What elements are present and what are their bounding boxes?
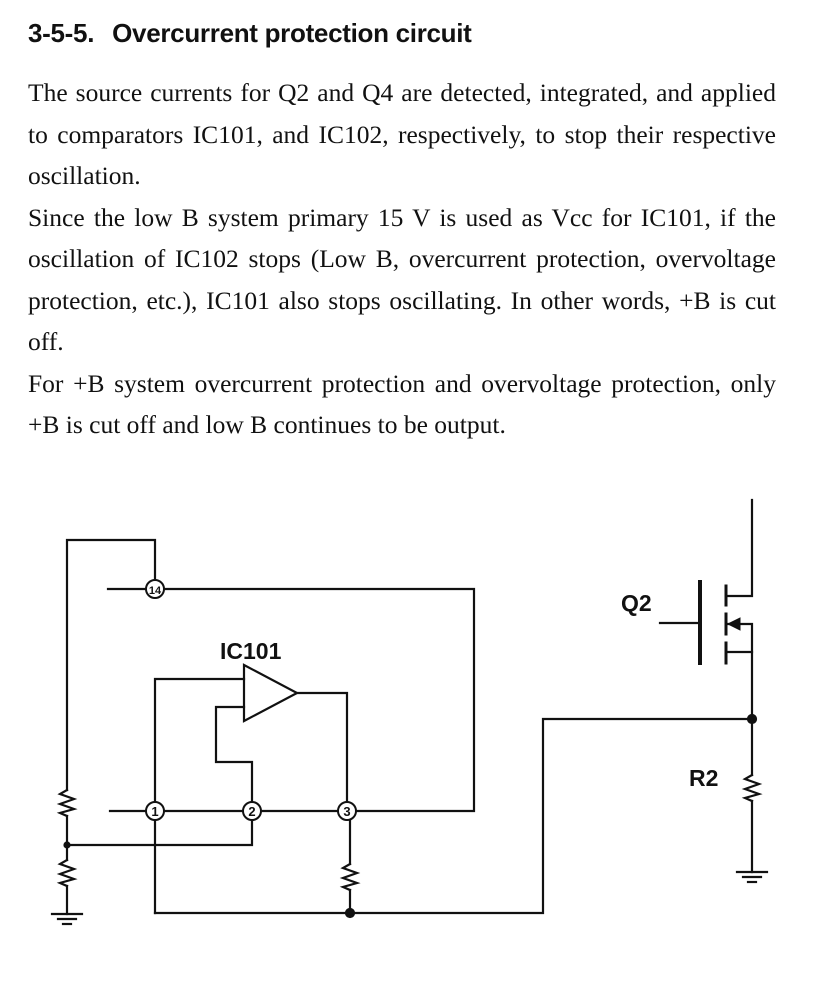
pin-14-circle — [145, 579, 165, 599]
section-heading: 3-5-5. Overcurrent protection circuit — [28, 18, 472, 49]
left-divider-network — [50, 538, 157, 926]
r2-label: R2 — [689, 765, 718, 791]
ground-icon-r2 — [735, 870, 769, 884]
wire-opamp-minus-input — [214, 705, 254, 804]
q2-source — [724, 622, 754, 721]
paragraph-3: For +B system overcurrent protection and… — [28, 368, 776, 440]
section-number: 3-5-5. — [28, 18, 95, 48]
pin-2-label: 2 — [248, 804, 255, 819]
wire-pin2-to-divider — [65, 818, 254, 847]
wire-pin14-to-pin3 — [162, 587, 476, 813]
paragraph-1: The source currents for Q2 and Q4 are de… — [28, 78, 776, 190]
pin-3-circle — [337, 801, 357, 821]
ground-icon-left — [50, 912, 84, 926]
pin-2-circle — [242, 801, 262, 821]
pin-3-label: 3 — [343, 804, 350, 819]
pin-1-label: 1 — [151, 804, 158, 819]
q2-drain — [724, 498, 754, 598]
resistor-r2 — [741, 773, 763, 803]
wire-opamp-plus-input — [153, 677, 246, 804]
section-title: Overcurrent protection circuit — [112, 18, 472, 48]
pin-14-label: 14 — [149, 585, 162, 597]
paragraph-2: Since the low B system primary 15 V is u… — [28, 202, 776, 357]
opamp-ic101-symbol — [242, 663, 300, 723]
resistor-pin3 — [339, 862, 361, 892]
q2-label: Q2 — [621, 590, 652, 616]
mosfet-q2-symbol — [658, 498, 754, 721]
q2-arrow — [726, 617, 741, 631]
junction-bottom — [344, 907, 356, 919]
wire-left-top-loop — [65, 538, 157, 792]
ic101-label: IC101 — [220, 638, 282, 664]
resistor-left-lower — [56, 858, 78, 888]
wire-opamp-output — [295, 691, 349, 804]
resistor-left-upper — [56, 788, 78, 818]
pin-1-circle — [145, 801, 165, 821]
body-text: The source currents for Q2 and Q4 are de… — [28, 72, 776, 446]
